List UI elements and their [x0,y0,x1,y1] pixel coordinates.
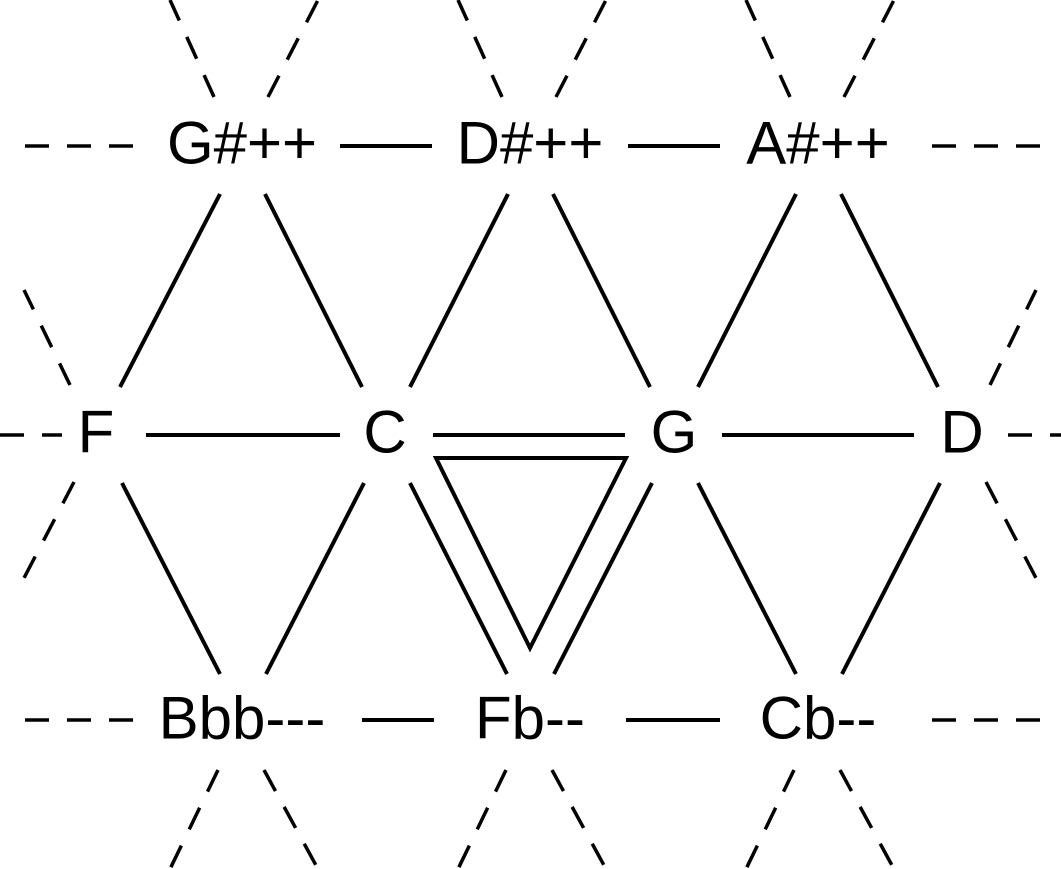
dash-gs-up-right [266,0,320,98]
edge-f-bbb [120,482,222,675]
upper-diagonal-edges [118,193,940,388]
dash-d-up-right [988,289,1038,386]
edge-g-fb [552,482,654,675]
dash-bbb-down-left [168,769,220,869]
edge-f-gs [118,193,222,388]
dash-cb-down-left [744,769,796,869]
dash-bbb-down-right [262,769,320,869]
dash-gs-up-left [168,0,216,98]
dash-as-up-left [744,0,792,98]
edge-gs-c [263,193,364,388]
note-g-sharp-plus-plus: G#++ [167,110,317,177]
edge-c-fb [408,482,509,675]
edge-as-d [839,193,940,388]
dash-f-up-left [22,289,72,386]
dash-ds-up-left [456,0,504,98]
dash-as-up-right [842,0,896,98]
note-c-flat: Cb-- [760,685,877,752]
edge-ds-g [551,193,652,388]
note-a-sharp-plus-plus: A#++ [746,110,889,177]
edge-c-bbb [264,482,366,675]
dash-fb-down-left [456,769,508,869]
edge-d-cb [840,482,942,675]
lower-diagonal-edges [120,482,942,675]
dash-fb-down-right [550,769,608,869]
note-c: C [363,399,406,466]
dash-f-down-left [22,481,76,579]
note-labels: G#++ D#++ A#++ F C G D Bbb--- Fb-- Cb-- [78,110,984,752]
horizontal-edges [146,144,914,722]
note-f-flat: Fb-- [475,685,585,752]
note-d-sharp-plus-plus: D#++ [457,110,604,177]
note-b-double-flat: Bbb--- [159,685,326,752]
edge-g-cb [696,482,798,675]
dash-cb-down-right [838,769,896,869]
edge-g-as [696,193,798,388]
edge-c-ds [408,193,510,388]
dash-ds-up-right [554,0,608,98]
note-d: D [940,399,983,466]
note-f: F [78,399,115,466]
highlighted-triad-triangle [432,456,630,653]
dash-d-down-right [984,481,1038,579]
note-g: G [651,399,698,466]
